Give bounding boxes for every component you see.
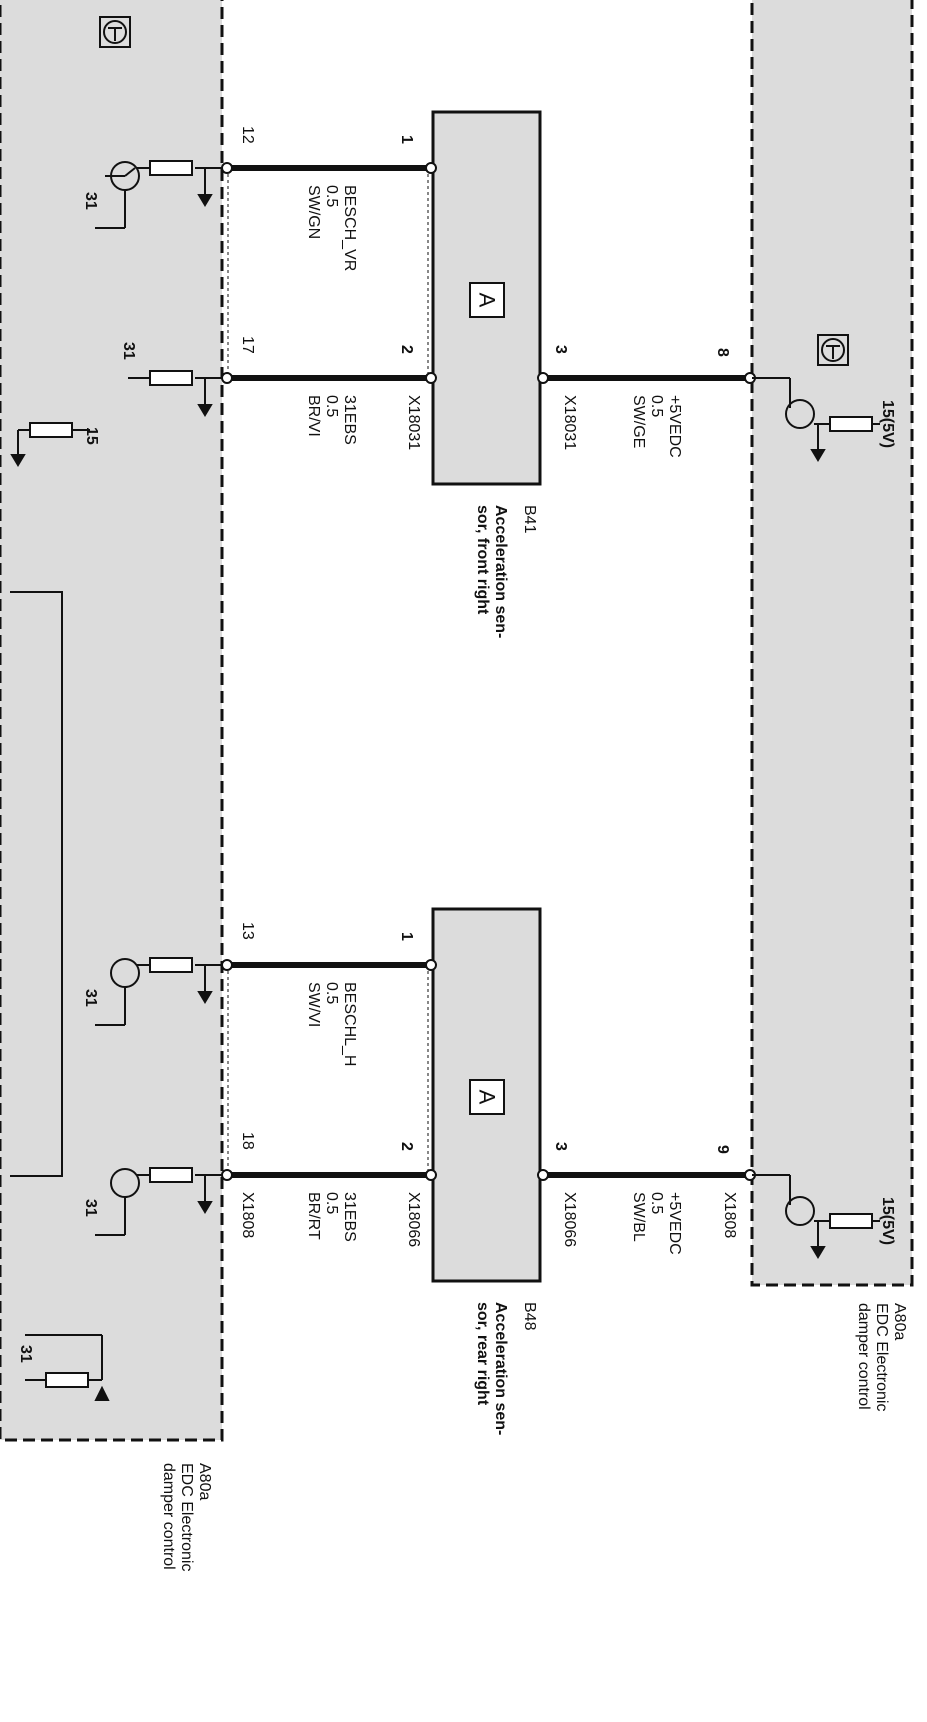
svg-text:+5VEDC: +5VEDC [666, 395, 683, 458]
terminal-15-5v: 15(5V) [879, 1197, 896, 1245]
svg-text:SW/GN: SW/GN [305, 185, 322, 239]
svg-text:B41: B41 [521, 505, 538, 534]
sensor-front-pin-1: 1 [398, 135, 415, 144]
svg-text:SW/GE: SW/GE [630, 395, 647, 448]
wire-label-5v-front: +5VEDC 0.5 SW/GE [630, 395, 683, 458]
svg-text:Acceleration sen-: Acceleration sen- [492, 505, 509, 638]
pin-12: 12 [239, 126, 256, 144]
svg-text:EDC Electronic: EDC Electronic [873, 1303, 890, 1411]
terminal-31: 31 [17, 1345, 34, 1363]
terminal-15: 15 [83, 427, 100, 445]
svg-text:damper control: damper control [160, 1463, 177, 1570]
pin-17: 17 [239, 336, 256, 354]
svg-text:BESCH_VR: BESCH_VR [341, 185, 358, 271]
svg-text:SW/BL: SW/BL [630, 1192, 647, 1242]
right-ecu-caption: A80a EDC Electronic damper control [855, 1303, 908, 1411]
sensor-rear-symbol: A [469, 1079, 505, 1115]
connector-pins [221, 162, 756, 1181]
left-ecu-caption: A80a EDC Electronic damper control [160, 1463, 213, 1571]
connector-x18031-left: X18031 [405, 395, 422, 450]
svg-text:A: A [475, 293, 500, 308]
svg-text:A80a: A80a [891, 1303, 908, 1340]
svg-text:A: A [475, 1090, 500, 1105]
connector-x18066-left: X18066 [405, 1192, 422, 1247]
left-ecu-panel [0, 0, 224, 1442]
svg-text:damper control: damper control [855, 1303, 872, 1410]
sensor-rear-pin-1: 1 [398, 932, 415, 941]
terminal-15-5v: 15(5V) [879, 400, 896, 448]
sensor-front-pin-3: 3 [552, 345, 569, 354]
right-ecu-circuits [752, 377, 880, 1259]
sensor-rear-caption: B48 Acceleration sen- sor, rear right [474, 1302, 538, 1435]
connector-x1808-left: X1808 [239, 1192, 256, 1238]
wire-label-besch-vr: BESCH_VR 0.5 SW/GN [305, 185, 358, 271]
sensor-front-caption: B41 Acceleration sen- sor, front right [474, 505, 538, 638]
left-ecu-circuits [10, 160, 222, 1401]
ground-symbol-icon [817, 334, 849, 366]
svg-text:31EBS: 31EBS [341, 395, 358, 445]
svg-text:SW/VI: SW/VI [305, 982, 322, 1027]
sensor-front-symbol: A [469, 282, 505, 318]
svg-text:0.5: 0.5 [323, 1192, 340, 1214]
svg-text:0.5: 0.5 [323, 982, 340, 1004]
ground-symbol-icon [99, 16, 131, 48]
wire-label-31ebs-front: 31EBS 0.5 BR/VI [305, 395, 358, 445]
svg-text:31EBS: 31EBS [341, 1192, 358, 1242]
wire-label-5v-rear: +5VEDC 0.5 SW/BL [630, 1192, 683, 1255]
sensor-rear-pin-2: 2 [398, 1142, 415, 1151]
pin-9: 9 [714, 1145, 731, 1154]
pin-13: 13 [239, 922, 256, 940]
svg-text:B48: B48 [521, 1302, 538, 1331]
svg-text:0.5: 0.5 [648, 395, 665, 417]
wire-label-beschl-h: BESCHL_H 0.5 SW/VI [305, 982, 358, 1066]
svg-text:0.5: 0.5 [323, 395, 340, 417]
svg-text:BESCHL_H: BESCHL_H [341, 982, 358, 1066]
svg-text:EDC Electronic: EDC Electronic [178, 1463, 195, 1571]
connector-x18066-right: X18066 [561, 1192, 578, 1247]
svg-text:sor, rear right: sor, rear right [474, 1302, 491, 1406]
svg-text:A80a: A80a [196, 1463, 213, 1500]
connector-x18031-right: X18031 [561, 395, 578, 450]
sensor-front-pin-2: 2 [398, 345, 415, 354]
terminal-31: 31 [120, 342, 137, 360]
svg-text:+5VEDC: +5VEDC [666, 1192, 683, 1255]
sensor-rear-pin-3: 3 [552, 1142, 569, 1151]
svg-text:BR/RT: BR/RT [305, 1192, 322, 1240]
pin-18: 18 [239, 1132, 256, 1150]
svg-text:0.5: 0.5 [323, 185, 340, 207]
wire-label-31ebs-rear: 31EBS 0.5 BR/RT [305, 1192, 358, 1242]
terminal-31: 31 [82, 192, 99, 210]
svg-text:Acceleration sen-: Acceleration sen- [492, 1302, 509, 1435]
right-ecu-panel [750, 0, 914, 1287]
svg-text:0.5: 0.5 [648, 1192, 665, 1214]
svg-text:sor, front right: sor, front right [474, 505, 491, 615]
wires [230, 165, 748, 1178]
left-ecu-inner-block [10, 591, 63, 1177]
pin-8: 8 [714, 348, 731, 357]
connector-x1808-right: X1808 [721, 1192, 738, 1238]
terminal-31: 31 [82, 989, 99, 1007]
terminal-31: 31 [82, 1199, 99, 1217]
shield-line [227, 168, 429, 1175]
svg-text:BR/VI: BR/VI [305, 395, 322, 437]
